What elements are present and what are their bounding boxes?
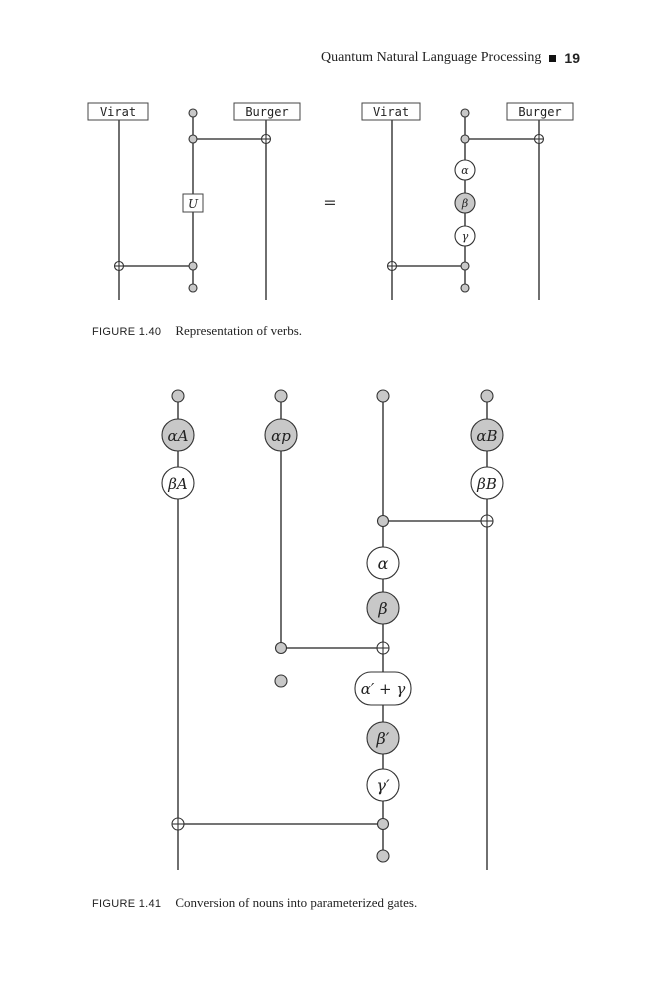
- beta-gate: [366, 591, 400, 625]
- virat-label-left: Virat: [100, 105, 136, 119]
- gamma-prime-gate: [366, 768, 400, 802]
- page-number: 19: [564, 50, 580, 66]
- alpha-p-label: αp: [271, 427, 291, 445]
- figure-1-41-label: FIGURE 1.41: [92, 898, 162, 910]
- verb-qubit-top-left: [188, 108, 198, 118]
- burger-label-right: Burger: [518, 105, 561, 119]
- qubit-verb-bottom: [376, 849, 390, 863]
- alpha-label: α: [378, 554, 389, 573]
- verb-qubit-bottom-left: [188, 283, 198, 293]
- burger-label-left: Burger: [245, 105, 288, 119]
- control-dot-top-left: [188, 134, 198, 144]
- verb-qubit-top-right: [460, 108, 470, 118]
- beta-prime-label: β′: [376, 729, 390, 748]
- gamma-prime-label: γ′: [376, 776, 390, 795]
- left-circuit: Virat Burger U: [87, 102, 301, 300]
- qubit-p-bottom: [274, 674, 288, 688]
- control-dot-bottom-left: [188, 261, 198, 271]
- gamma-gate-right: [454, 225, 476, 247]
- alpha-gate-label: α: [461, 164, 469, 177]
- qubit-a-top: [171, 389, 185, 403]
- control-dot-1: [376, 514, 390, 528]
- burger-box-left: [233, 102, 301, 121]
- equals-sign: =: [323, 193, 336, 212]
- target-2: [376, 641, 390, 655]
- alpha-a-gate: [161, 418, 195, 452]
- figure-1-40-diagram: Virat Burger U = Virat: [87, 102, 574, 300]
- beta-prime-gate: [366, 721, 400, 755]
- alpha-gate: [366, 546, 400, 580]
- figure-1-40-text: Representation of verbs.: [175, 323, 303, 338]
- beta-b-gate: [470, 466, 504, 500]
- u-gate-label: U: [188, 197, 199, 211]
- beta-label: β: [377, 599, 387, 618]
- alpha-p-gate: [264, 418, 298, 452]
- beta-gate-label: β: [461, 197, 468, 210]
- control-dot-top-right: [460, 134, 470, 144]
- virat-box-left: [87, 102, 149, 121]
- control-dot-bottom-right: [460, 261, 470, 271]
- beta-b-label: βB: [476, 475, 497, 493]
- gamma-gate-label: γ: [462, 230, 469, 243]
- beta-a-label: βA: [167, 475, 188, 493]
- control-dot-2: [274, 641, 288, 655]
- running-title: Quantum Natural Language Processing: [320, 50, 542, 65]
- alpha-prime-plus-gamma-gate: [354, 671, 412, 706]
- qubit-p-top: [274, 389, 288, 403]
- figure-1-41-caption: FIGURE 1.41 Conversion of nouns into para…: [92, 895, 417, 911]
- right-circuit: Virat Burger α β γ: [361, 102, 574, 300]
- figure-1-40-label: FIGURE 1.40: [92, 326, 162, 338]
- alpha-b-gate: [470, 418, 504, 452]
- qubit-verb-top: [376, 389, 390, 403]
- virat-box-right: [361, 102, 421, 121]
- qubit-b-top: [480, 389, 494, 403]
- virat-label-right: Virat: [373, 105, 409, 119]
- square-bullet-icon: [549, 54, 557, 62]
- verb-qubit-bottom-right: [460, 283, 470, 293]
- alpha-b-label: αB: [476, 427, 497, 445]
- u-gate-box: [182, 193, 204, 213]
- alpha-prime-plus-gamma-label: α′ + γ: [361, 680, 406, 698]
- alpha-gate-right: [454, 159, 476, 181]
- figure-1-40-caption: FIGURE 1.40 Representation of verbs.: [92, 323, 302, 339]
- beta-gate-right: [454, 192, 476, 214]
- running-head: Quantum Natural Language Processing 19: [321, 50, 580, 66]
- burger-box-right: [506, 102, 574, 121]
- target-1: [480, 514, 494, 528]
- control-dot-3: [376, 817, 390, 831]
- alpha-a-label: αA: [168, 427, 189, 445]
- target-3: [171, 817, 185, 831]
- figure-1-41-text: Conversion of nouns into parameterized g…: [175, 895, 418, 910]
- beta-a-gate: [161, 466, 195, 500]
